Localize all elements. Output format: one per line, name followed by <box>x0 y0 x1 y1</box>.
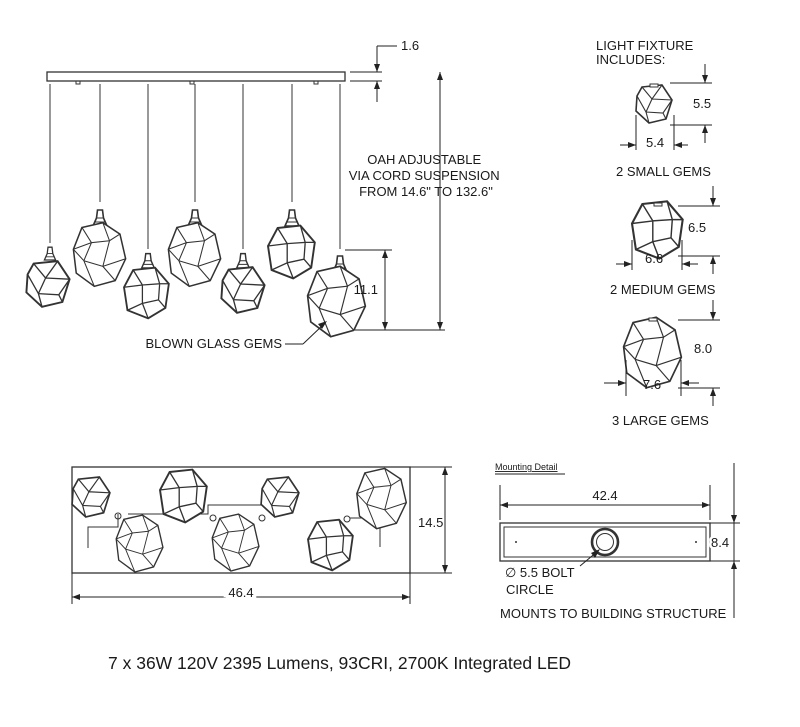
pendant-gem-2 <box>72 209 127 288</box>
oah-dimension <box>355 72 445 331</box>
bolt-note-line-2: CIRCLE <box>506 582 554 597</box>
mounting-depth-label: 8.4 <box>711 535 729 550</box>
pendant-cords <box>49 84 341 249</box>
mounting-detail: Mounting Detail 42.4 8.4 ∅ 5.5 BOLT CIRC… <box>495 462 740 621</box>
pendant-gem-3 <box>123 252 170 320</box>
oah-note-line-2: VIA CORD SUSPENSION <box>349 168 500 183</box>
canopy-thickness-dimension: 1.6 <box>350 38 419 102</box>
canopy <box>46 71 346 82</box>
gem-height-dimension: 11.1 <box>345 249 392 330</box>
includes-legend: LIGHT FIXTURE INCLUDES: 5.5 5.4 2 SMALL … <box>596 38 720 428</box>
medium-gem-height: 6.5 <box>688 220 706 235</box>
mounting-length-label: 42.4 <box>592 488 617 503</box>
pendant-gem-5 <box>220 252 266 314</box>
plan-length-label: 46.4 <box>228 585 253 600</box>
large-gem-label: 3 LARGE GEMS <box>612 413 709 428</box>
medium-gem-label: 2 MEDIUM GEMS <box>610 282 716 297</box>
oah-note-line-1: OAH ADJUSTABLE <box>367 152 481 167</box>
oah-note: OAH ADJUSTABLE VIA CORD SUSPENSION FROM … <box>349 152 504 199</box>
oah-note-line-3: FROM 14.6" TO 132.6" <box>359 184 493 199</box>
includes-title: LIGHT FIXTURE INCLUDES: <box>596 38 697 67</box>
small-gem-label: 2 SMALL GEMS <box>616 164 711 179</box>
plan-view: 14.5 46.4 <box>71 466 452 604</box>
includes-title-line-2: INCLUDES: <box>596 52 665 67</box>
large-gem-width: 7.6 <box>643 377 661 392</box>
large-gem-height: 8.0 <box>694 341 712 356</box>
canopy-thickness-label: 1.6 <box>401 38 419 53</box>
bolt-note: ∅ 5.5 BOLT CIRCLE <box>505 565 578 597</box>
large-gem-figure: 8.0 7.6 3 LARGE GEMS <box>604 300 720 428</box>
spec-caption: 7 x 36W 120V 2395 Lumens, 93CRI, 2700K I… <box>108 653 571 673</box>
gem-callout: BLOWN GLASS GEMS <box>145 321 327 351</box>
bolt-note-line-1: ∅ 5.5 BOLT <box>505 565 575 580</box>
pendant-gem-6 <box>267 209 316 280</box>
pendant-gem-4 <box>167 209 222 288</box>
medium-gem-width: 6.6 <box>645 251 663 266</box>
plan-depth-label: 14.5 <box>418 515 443 530</box>
pendant-gem-1 <box>25 246 71 308</box>
elevation-view: 1.6 OAH ADJUSTABLE VIA CORD SUSPENSION F… <box>25 38 504 351</box>
medium-gem-figure: 6.5 6.6 2 MEDIUM GEMS <box>610 186 720 297</box>
mount-note: MOUNTS TO BUILDING STRUCTURE <box>500 606 727 621</box>
small-gem-height: 5.5 <box>693 96 711 111</box>
gem-height-label: 11.1 <box>354 282 378 297</box>
mounting-title: Mounting Detail <box>495 462 558 472</box>
includes-title-line-1: LIGHT FIXTURE <box>596 38 694 53</box>
gem-callout-label: BLOWN GLASS GEMS <box>145 336 282 351</box>
small-gem-figure: 5.5 5.4 2 SMALL GEMS <box>616 64 712 179</box>
small-gem-width: 5.4 <box>646 135 664 150</box>
